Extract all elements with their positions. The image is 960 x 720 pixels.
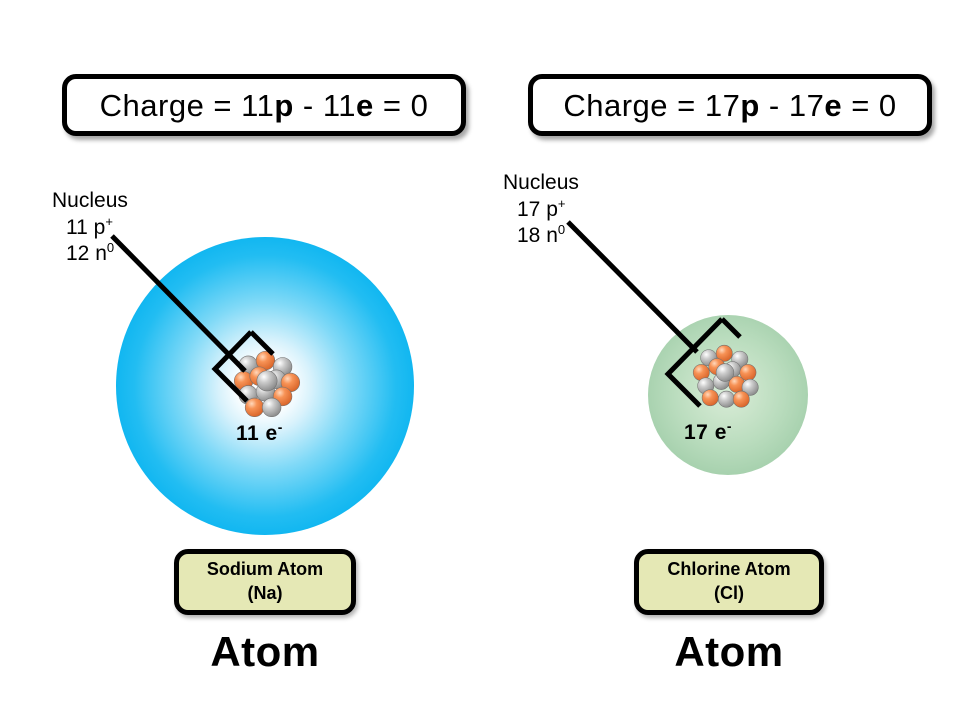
charge-proton-count-sodium: 11: [241, 87, 275, 123]
charge-prefix-sodium: Charge =: [99, 87, 242, 123]
nucleus-proton-value-chlorine: 17 p: [517, 197, 558, 221]
charge-minus-sodium: -: [293, 87, 323, 123]
charge-proton-symbol-sodium: p: [274, 87, 294, 123]
charge-prefix-chlorine: Charge =: [563, 87, 705, 123]
charge-electron-count-chlorine: 17: [788, 87, 825, 123]
atom-name-line2-sodium: (Na): [247, 583, 283, 603]
atom-name-line1-chlorine: Chlorine Atom: [667, 559, 791, 580]
charge-equation-box-chlorine: Charge = 17p - 17e = 0: [528, 74, 932, 136]
nucleus-neutron-value-chlorine: 18 n: [517, 224, 558, 248]
electron-count-sup-chlorine: -: [726, 418, 732, 434]
charge-result-chlorine: = 0: [842, 87, 897, 123]
nucleus-neutron-sup-sodium: 0: [106, 240, 115, 256]
charge-equation-text-sodium: Charge = 11p - 11e = 0: [100, 90, 429, 121]
charge-proton-symbol-chlorine: p: [740, 87, 760, 123]
nucleus-label-chlorine: Nucleus 17 p+ 18 n0: [503, 170, 579, 250]
atom-name-line1-sodium: Sodium Atom: [206, 559, 324, 580]
electron-count-value-sodium: 11 e: [236, 422, 278, 445]
nucleus-proton-sup-chlorine: +: [557, 195, 566, 211]
nucleus-neutron-value-sodium: 12 n: [66, 242, 107, 266]
charge-equation-text-chlorine: Charge = 17p - 17e = 0: [563, 90, 896, 121]
charge-electron-symbol-sodium: e: [356, 87, 374, 123]
nucleus-neutron-line-sodium: 12 n0: [52, 241, 128, 268]
nucleus-proton-sup-sodium: +: [105, 213, 113, 229]
atom-name-box-sodium: Sodium Atom (Na): [174, 549, 356, 615]
charge-proton-count-chlorine: 17: [704, 87, 741, 123]
electron-count-value-chlorine: 17 e: [684, 421, 727, 444]
nucleus-title-chlorine: Nucleus: [503, 171, 579, 194]
nucleus-cluster-sodium: [233, 350, 301, 418]
nucleus-label-sodium: Nucleus 11 p+ 12 n0: [52, 188, 128, 268]
big-caption-sodium: Atom: [210, 628, 320, 675]
charge-minus-chlorine: -: [759, 87, 789, 123]
charge-electron-symbol-chlorine: e: [824, 87, 843, 123]
electron-count-sup-sodium: -: [277, 419, 283, 435]
electron-count-sodium: 11 e-: [236, 419, 283, 446]
charge-electron-count-sodium: 11: [322, 87, 357, 123]
nucleus-neutron-sup-chlorine: 0: [557, 222, 566, 238]
charge-equation-box-sodium: Charge = 11p - 11e = 0: [62, 74, 466, 136]
atom-name-box-chlorine: Chlorine Atom (Cl): [634, 549, 824, 615]
charge-result-sodium: = 0: [373, 87, 429, 123]
nucleus-proton-value-sodium: 11 p: [66, 215, 106, 239]
nucleus-cluster-chlorine: [692, 344, 759, 408]
nucleus-neutron-line-chlorine: 18 n0: [503, 223, 579, 250]
nucleus-title-sodium: Nucleus: [52, 189, 128, 212]
nucleus-proton-line-chlorine: 17 p+: [503, 197, 579, 224]
atom-name-line2-chlorine: (Cl): [714, 583, 744, 603]
nucleus-proton-line-sodium: 11 p+: [52, 215, 128, 242]
big-caption-chlorine: Atom: [674, 628, 784, 675]
electron-count-chlorine: 17 e-: [684, 418, 732, 445]
